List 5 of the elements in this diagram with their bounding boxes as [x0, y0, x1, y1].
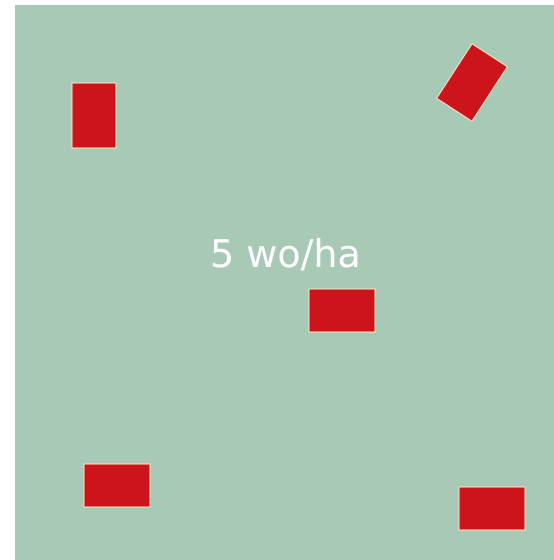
- plot-marker: [308, 288, 376, 332]
- plot-marker: [72, 82, 116, 148]
- plot-marker: [84, 464, 150, 508]
- density-label: 5 wo/ha: [210, 232, 361, 276]
- plot-marker: [458, 486, 526, 530]
